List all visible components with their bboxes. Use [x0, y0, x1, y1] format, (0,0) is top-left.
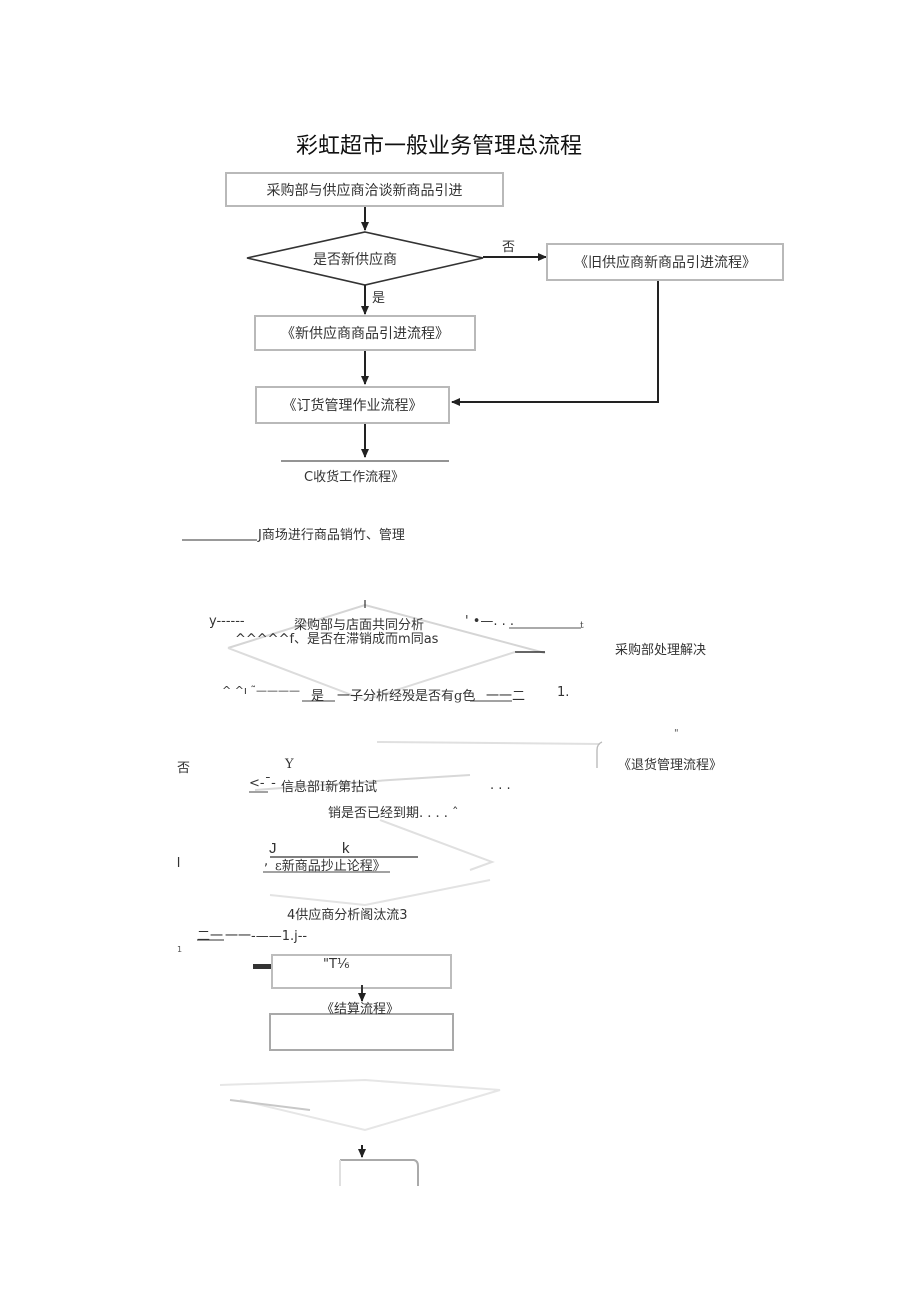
mall-sales-label: J商场进行商品销竹、管理 [258, 528, 405, 543]
return-flow-bracket [596, 741, 603, 768]
g1-left: y------ [209, 614, 245, 629]
old-supplier-box: 《旧供应商新商品引进流程》 [546, 243, 784, 281]
ordering-box: 《订货管理作业流程》 [255, 386, 450, 424]
g2-label: ^^^^^f、是否在滞销成而m同as [235, 632, 439, 647]
arrow-old-to-ordering [451, 281, 659, 406]
page-title: 彩虹超市一般业务管理总流程 [296, 134, 583, 159]
faint-diamond-2-left [254, 774, 471, 791]
supplier-analysis-label: 4供应商分析阁汰流3 [287, 908, 408, 923]
info-dept-label: 信息部Ⅰ新第拈试 [281, 780, 378, 795]
y-label: Y [285, 757, 294, 772]
receiving-label: C收货工作流程》 [304, 470, 405, 485]
g3-prefix: ^ ^ı ˜———— [222, 684, 300, 697]
info-prefix: <-ˉ- [249, 776, 276, 791]
old-supplier-label: 《旧供应商新商品引进流程》 [574, 255, 756, 271]
faint-diamond-3 [379, 819, 495, 871]
g6-label: "T⅙ [323, 957, 350, 972]
faint-box-a [271, 954, 452, 989]
g3-yes: 是 [311, 689, 325, 704]
decision-label: 是否新供应商 [313, 252, 397, 268]
yes-label: 是 [372, 291, 386, 306]
g4-rest: 一一-——1.j-- [225, 929, 308, 944]
settlement-box [269, 1013, 454, 1051]
no-label-2: 否 [177, 761, 191, 776]
return-flow-label: 《退货管理流程》 [618, 758, 723, 773]
faint-diamond-3-lower [269, 879, 491, 907]
quote-mark: " [674, 728, 679, 739]
faint-arrow-lower [229, 1099, 311, 1111]
g3-rest: 一子分析经殁是否有g色 [337, 689, 476, 704]
purchase-resolve-label: 采购部处理解决 [615, 643, 707, 658]
g5-num: 1 [177, 945, 183, 954]
faint-diamond-2-edges [376, 741, 601, 745]
g1-mid: 梁购部与店面共同分析 [294, 618, 425, 633]
dots-1: . . . [490, 778, 511, 793]
expired-label: 销是否已经到期. . . . ˆ [328, 806, 459, 821]
negotiation-label: 采购部与供应商洽谈新商品引进 [266, 182, 463, 199]
j-char: J [269, 840, 277, 857]
g4-under: 二一 [197, 929, 224, 944]
faint-diamond-4 [219, 1078, 501, 1132]
negotiation-box: 采购部与供应商洽谈新商品引进 [225, 172, 504, 207]
l-char: l [177, 854, 181, 870]
no-label: 否 [502, 240, 516, 255]
ordering-label: 《订货管理作业流程》 [282, 398, 423, 414]
new-supplier-label: 《新供应商商品引进流程》 [281, 326, 449, 342]
g1-t: t [580, 621, 584, 631]
g3-tail: 一一二 [486, 689, 526, 704]
k-char: k [342, 840, 350, 857]
dark-bar [253, 964, 271, 969]
final-box-edge [340, 1159, 419, 1186]
g3-num: 1. [557, 685, 570, 700]
settlement-label: 《结算流程》 [321, 1002, 400, 1017]
faint-diamond-1-lower [227, 647, 516, 702]
g1-right: ' •—. . . [465, 614, 515, 629]
new-goods-prefix: , [264, 854, 269, 869]
new-goods-label: ε新商品抄止论程》 [275, 859, 386, 874]
new-supplier-box: 《新供应商商品引进流程》 [254, 315, 476, 351]
